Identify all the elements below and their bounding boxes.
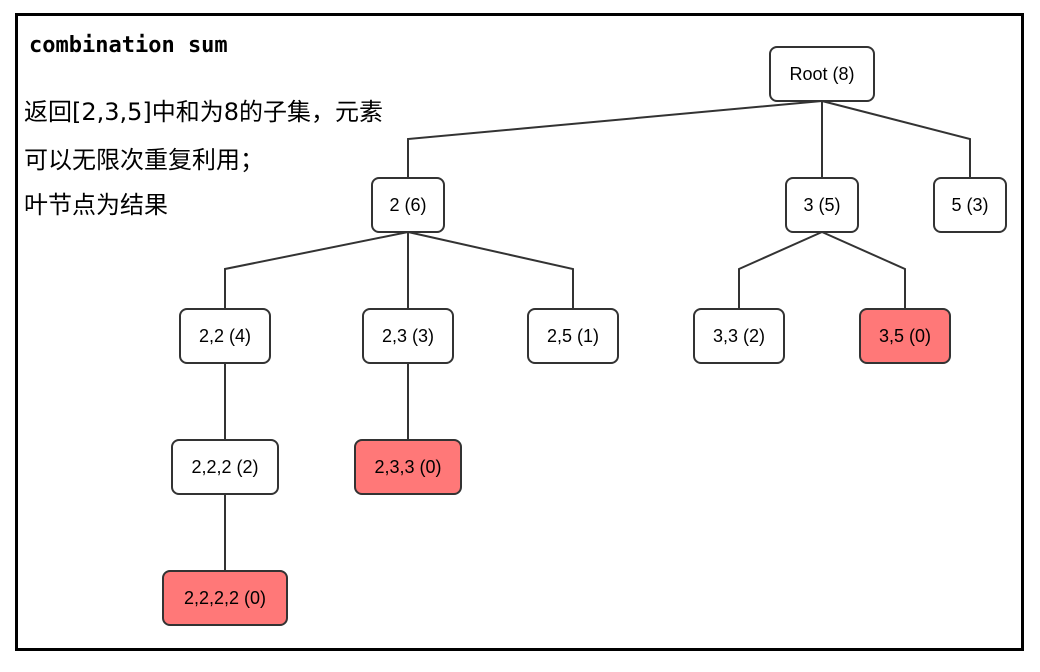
node-label: 3 (5) (803, 195, 840, 215)
node-box (171, 439, 279, 495)
node-label: Root (8) (789, 64, 854, 84)
node-box (527, 308, 619, 364)
edge-n3-n33 (738, 231, 823, 309)
description-line-1: 返回[2,3,5]中和为8的子集，元素 (24, 98, 384, 126)
node-label: 2,3,3 (0) (374, 457, 441, 477)
node-label: 2,2 (4) (199, 326, 251, 346)
edge-n3-n35 (821, 231, 906, 309)
node-label: 2,2,2,2 (0) (184, 588, 266, 608)
tree-node-n3: 3 (5) (785, 177, 859, 233)
tree-node-n2: 2 (6) (371, 177, 445, 233)
tree-node-n33: 3,3 (2) (693, 308, 785, 364)
result-node-box (162, 570, 288, 626)
tree-node-n233: 2,3,3 (0) (354, 439, 462, 495)
tree-node-root: Root (8) (769, 46, 875, 102)
tree-node-n222: 2,2,2 (2) (171, 439, 279, 495)
node-box (769, 46, 875, 102)
edge-n2-n22 (224, 231, 409, 309)
tree-node-n2222: 2,2,2,2 (0) (162, 570, 288, 626)
tree-node-n25: 2,5 (1) (527, 308, 619, 364)
node-label: 2,3 (3) (382, 326, 434, 346)
result-node-box (859, 308, 951, 364)
description-line-2: 可以无限次重复利用； (24, 146, 264, 174)
edge-root-n2 (407, 100, 823, 178)
description-line-3: 叶节点为结果 (24, 191, 168, 219)
tree-node-n22: 2,2 (4) (179, 308, 271, 364)
tree-node-n35: 3,5 (0) (859, 308, 951, 364)
node-box (179, 308, 271, 364)
node-label: 2,2,2 (2) (191, 457, 258, 477)
tree-node-n5: 5 (3) (933, 177, 1007, 233)
result-node-box (354, 439, 462, 495)
node-box (371, 177, 445, 233)
node-box (933, 177, 1007, 233)
node-box (693, 308, 785, 364)
node-label: 3,3 (2) (713, 326, 765, 346)
node-label: 3,5 (0) (879, 326, 931, 346)
diagram-title: combination sum (29, 33, 228, 58)
node-box (362, 308, 454, 364)
edge-root-n5 (821, 100, 971, 178)
node-label: 5 (3) (951, 195, 988, 215)
tree-node-n23: 2,3 (3) (362, 308, 454, 364)
node-label: 2 (6) (389, 195, 426, 215)
node-box (785, 177, 859, 233)
edge-n2-n25 (407, 231, 574, 309)
node-label: 2,5 (1) (547, 326, 599, 346)
